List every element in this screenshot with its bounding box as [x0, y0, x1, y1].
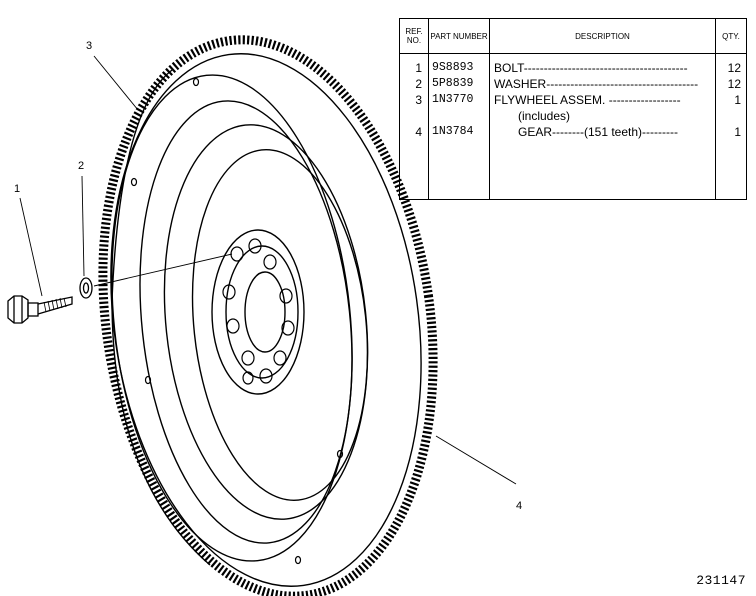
header-part-number: PART NUMBER: [428, 19, 490, 54]
table-cell: GEAR--------(151 teeth)---------: [518, 125, 678, 139]
table-cell: 1N3770: [432, 93, 474, 106]
table-cell: (includes): [518, 109, 571, 123]
assembly-centerline: [93, 253, 233, 287]
callout-1: 1: [14, 183, 21, 195]
table-cell: 9S8893: [432, 61, 474, 74]
hub-bolt-holes: [222, 238, 295, 385]
leader-lines: [19, 55, 517, 485]
table-cell: BOLT------------------------------------…: [494, 61, 688, 75]
qty-column: 12 12 1 1: [716, 54, 747, 200]
flywheel-rim-inner: [139, 100, 353, 544]
callout-2: 2: [78, 160, 85, 172]
table-cell: 5P8839: [432, 77, 474, 90]
header-qty: QTY.: [715, 19, 746, 54]
table-cell: FLYWHEEL ASSEM. ------------------: [494, 93, 681, 107]
table-cell: [716, 108, 746, 124]
table-cell: 4: [415, 125, 422, 139]
bolt-part: [7, 295, 73, 324]
table-body: 1 2 3 4 9S8893 5P8839 1N3770 1N3784 BOLT: [400, 53, 747, 200]
header-description: DESCRIPTION: [489, 19, 716, 54]
table-header-row: REF. NO. PART NUMBER DESCRIPTION QTY.: [400, 19, 746, 54]
rim-mounting-holes: [130, 77, 344, 565]
description-column: BOLT------------------------------------…: [489, 53, 716, 199]
table-cell: 3: [415, 93, 422, 107]
table-cell: 1: [415, 61, 422, 75]
table-cell: 1: [734, 125, 741, 139]
figure-number: 231147: [696, 573, 746, 588]
flywheel-face-inner: [191, 149, 369, 501]
hub-outer: [211, 229, 305, 395]
hub-inner: [225, 245, 299, 379]
flywheel-rim-depth: [111, 69, 211, 566]
callout-3: 3: [86, 40, 93, 52]
table-cell: 2: [415, 77, 422, 91]
header-ref-no: REF. NO.: [400, 19, 429, 54]
parts-list-table: REF. NO. PART NUMBER DESCRIPTION QTY. 1 …: [399, 18, 747, 200]
table-cell: 12: [727, 61, 741, 75]
table-cell: 12: [727, 77, 741, 91]
table-cell: [400, 108, 428, 124]
table-cell: WASHER----------------------------------…: [494, 77, 699, 91]
hub-bore: [244, 271, 286, 353]
washer-part: [79, 277, 93, 299]
table-cell: 1: [734, 93, 741, 107]
ring-gear-teeth: [98, 35, 438, 596]
part-number-column: 9S8893 5P8839 1N3770 1N3784: [428, 53, 490, 199]
table-cell: [429, 108, 489, 124]
ref-column: 1 2 3 4: [400, 53, 429, 199]
callout-4: 4: [516, 500, 523, 512]
table-cell: 1N3784: [432, 125, 474, 138]
